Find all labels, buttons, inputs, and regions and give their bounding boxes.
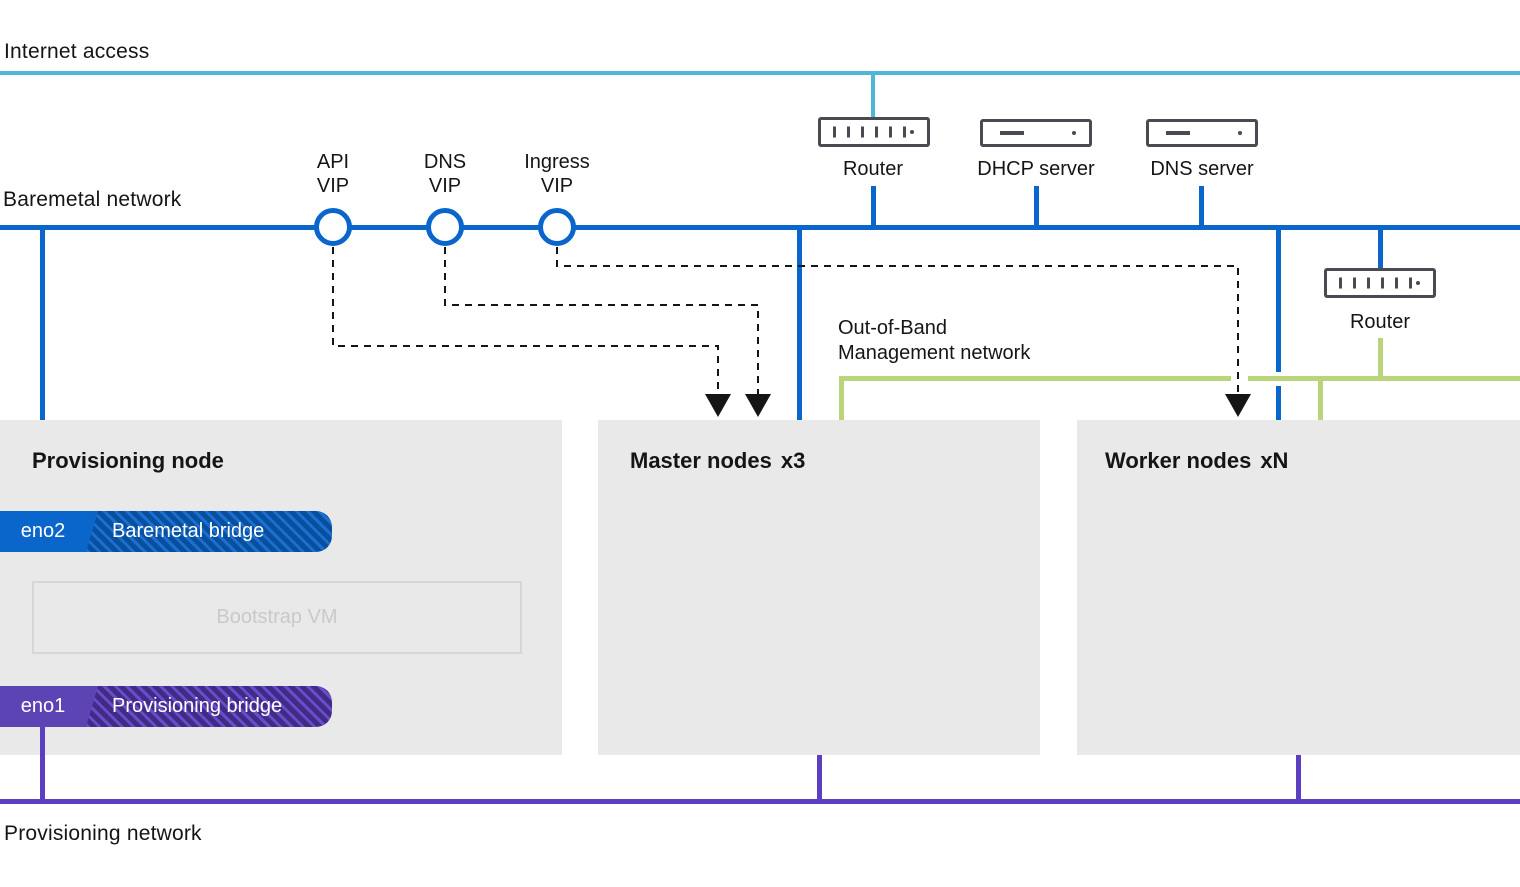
oob-management-label: Out-of-Band Management network bbox=[838, 317, 1031, 364]
provisioning-network-line bbox=[0, 799, 1520, 804]
oob-router-label: Router bbox=[1349, 311, 1411, 333]
oob-network-line bbox=[839, 376, 1231, 381]
baremetal-to-provisioning-node-link bbox=[40, 230, 45, 438]
oob-router-to-oob-link bbox=[1378, 338, 1383, 376]
provisioning-node-title: Provisioning node bbox=[32, 448, 224, 473]
eno2-interface-label: eno2 bbox=[20, 520, 66, 542]
router-led-dot bbox=[1416, 281, 1420, 285]
baremetal-bridge-label: Baremetal bridge bbox=[112, 520, 265, 542]
router-port-tick bbox=[1367, 277, 1370, 289]
worker-count: xN bbox=[1260, 448, 1289, 473]
master-nodes-box bbox=[598, 420, 1040, 755]
router-port-tick bbox=[903, 126, 906, 138]
router-port-tick bbox=[847, 126, 850, 138]
dhcp-server-icon bbox=[980, 119, 1092, 147]
internet-to-router-link bbox=[871, 75, 875, 117]
dns-vip-arrow-path bbox=[444, 247, 759, 394]
ingress-vip-arrowhead-icon bbox=[1225, 394, 1251, 417]
worker-to-provisioning-link bbox=[1296, 755, 1301, 799]
router-port-tick bbox=[1339, 277, 1342, 289]
dns-server-icon bbox=[1146, 119, 1258, 147]
router-port-tick bbox=[875, 126, 878, 138]
router-port-tick bbox=[889, 126, 892, 138]
worker-nodes-box bbox=[1077, 420, 1520, 755]
baremetal-network-label: Baremetal network bbox=[3, 188, 182, 211]
api-vip-arrow-path bbox=[332, 247, 719, 394]
baremetal-to-master-link bbox=[797, 230, 802, 420]
internet-access-label: Internet access bbox=[4, 40, 150, 63]
internet-network-line bbox=[0, 71, 1520, 75]
master-to-provisioning-link bbox=[817, 755, 822, 799]
oob-router-icon bbox=[1324, 268, 1436, 298]
provisioning-bridge-label: Provisioning bridge bbox=[112, 695, 283, 717]
eno2-baremetal-bridge-pill: eno2 Baremetal bridge bbox=[0, 511, 332, 552]
server-slot-glyph bbox=[1000, 131, 1024, 135]
dhcp-server-label: DHCP server bbox=[977, 158, 1095, 180]
bootstrap-vm-box: Bootstrap VM bbox=[32, 581, 522, 654]
server-led-dot bbox=[1238, 131, 1242, 135]
eno1-provisioning-bridge-pill: eno1 Provisioning bridge bbox=[0, 686, 332, 727]
router-icon bbox=[818, 117, 930, 147]
router-port-tick bbox=[1395, 277, 1398, 289]
eno1-interface-label: eno1 bbox=[20, 695, 66, 717]
router-port-tick bbox=[1353, 277, 1356, 289]
master-count: x3 bbox=[780, 448, 806, 473]
dns-server-label: DNS server bbox=[1150, 158, 1254, 180]
oob-to-master-link bbox=[839, 376, 844, 420]
dns-to-baremetal-link bbox=[1199, 186, 1204, 225]
eno1-to-provisioning-link bbox=[40, 727, 45, 799]
api-vip-node bbox=[314, 208, 352, 246]
api-vip-arrowhead-icon bbox=[705, 394, 731, 417]
router-to-baremetal-link bbox=[871, 186, 876, 225]
provisioning-network-label: Provisioning network bbox=[4, 822, 202, 845]
interface-cap bbox=[0, 511, 98, 552]
baremetal-to-oob-router-link bbox=[1378, 230, 1383, 268]
router-port-tick bbox=[1409, 277, 1412, 289]
baremetal-network-line bbox=[0, 225, 1520, 230]
server-slot-glyph bbox=[1166, 131, 1190, 135]
dns-vip-node bbox=[426, 208, 464, 246]
router-port-tick bbox=[1381, 277, 1384, 289]
dns-vip-arrowhead-icon bbox=[745, 394, 771, 417]
ingress-vip-node bbox=[538, 208, 576, 246]
baremetal-to-worker-link bbox=[1276, 230, 1281, 372]
interface-cap bbox=[0, 686, 98, 727]
router-led-dot bbox=[910, 130, 914, 134]
oob-to-worker-link bbox=[1318, 376, 1323, 420]
router-label: Router bbox=[842, 158, 904, 180]
oob-network-line bbox=[1248, 376, 1520, 381]
baremetal-to-worker-link bbox=[1276, 386, 1281, 420]
server-led-dot bbox=[1072, 131, 1076, 135]
router-port-tick bbox=[861, 126, 864, 138]
router-port-tick bbox=[833, 126, 836, 138]
dhcp-to-baremetal-link bbox=[1034, 186, 1039, 225]
